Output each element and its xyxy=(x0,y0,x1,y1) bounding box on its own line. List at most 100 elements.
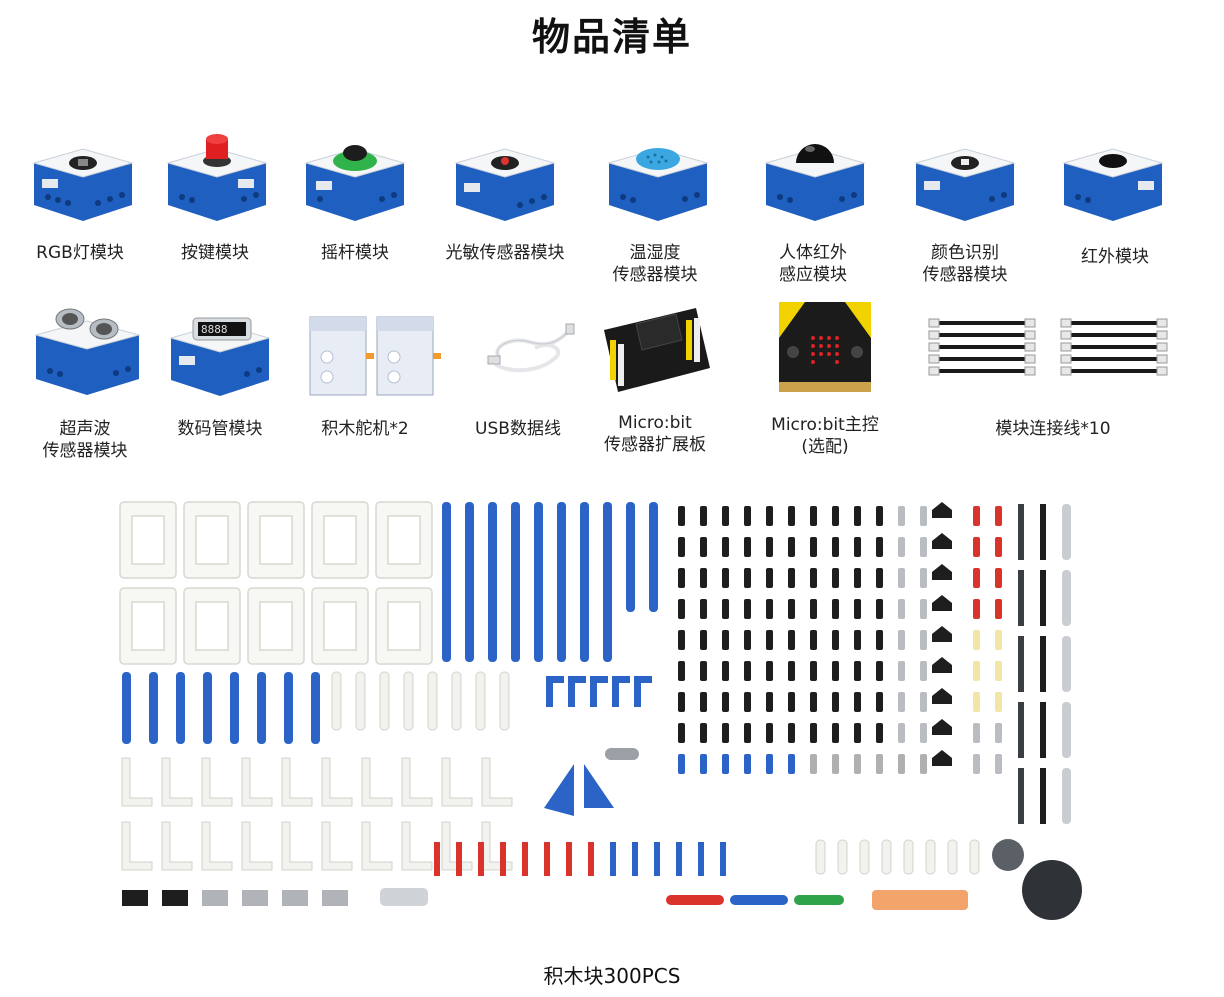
pin xyxy=(876,692,883,712)
pin xyxy=(722,599,729,619)
usb-cable-image xyxy=(480,318,580,378)
pin xyxy=(678,599,685,619)
pin xyxy=(700,661,707,681)
white-l-beam xyxy=(241,821,273,871)
white-l-beam xyxy=(121,821,153,871)
microbit-board-image xyxy=(775,298,875,398)
long-pin xyxy=(610,842,616,876)
rgb-led-module-image xyxy=(28,125,138,225)
pin xyxy=(920,661,927,681)
pin xyxy=(810,630,817,650)
servo-motor-label: 积木舵机*2 xyxy=(321,419,409,439)
pin xyxy=(898,754,905,774)
white-l-beam xyxy=(361,821,393,871)
pin xyxy=(788,754,795,774)
pin xyxy=(766,568,773,588)
pir-motion-module-image xyxy=(760,125,870,225)
white-l-beam xyxy=(201,757,233,807)
connector xyxy=(242,890,268,906)
long-pin xyxy=(456,842,462,876)
pin xyxy=(854,537,861,557)
pin xyxy=(700,754,707,774)
long-pin xyxy=(434,842,440,876)
light-sensor-module-icon xyxy=(454,148,556,221)
pin xyxy=(810,568,817,588)
axle-pin xyxy=(973,692,980,712)
pin xyxy=(810,723,817,743)
pin xyxy=(810,661,817,681)
white-l-beam xyxy=(481,821,513,871)
black-connector xyxy=(932,564,952,580)
pin xyxy=(788,723,795,743)
pin xyxy=(832,630,839,650)
white-short-beam xyxy=(815,839,826,875)
blue-beam xyxy=(511,502,520,662)
pin xyxy=(722,537,729,557)
axle xyxy=(1018,768,1024,824)
white-l-beam xyxy=(321,821,353,871)
pin xyxy=(788,630,795,650)
axle-pin xyxy=(995,723,1002,743)
pin xyxy=(898,568,905,588)
pin xyxy=(700,599,707,619)
white-beam xyxy=(499,671,510,731)
button-module-label: 按键模块 xyxy=(181,243,249,263)
axle-pin xyxy=(995,754,1002,774)
axle-pin xyxy=(973,754,980,774)
blue-beam xyxy=(649,502,658,612)
pin xyxy=(678,661,685,681)
long-pin xyxy=(566,842,572,876)
grey-beam xyxy=(1062,504,1071,560)
frame-hole xyxy=(131,601,165,651)
axle-pin xyxy=(995,537,1002,557)
blue-beam-short xyxy=(257,672,266,744)
color-sensor-module-image xyxy=(910,125,1020,225)
grey-beam xyxy=(1062,570,1071,626)
white-beam xyxy=(451,671,462,731)
light-sensor-module-label: 光敏传感器模块 xyxy=(445,243,565,263)
pin xyxy=(678,754,685,774)
usb-cable-icon xyxy=(487,323,575,373)
color-sensor-module-label-line1: 颜色识别 xyxy=(931,243,999,263)
axle xyxy=(1018,702,1024,758)
temperature-humidity-module-icon xyxy=(607,148,709,221)
blue-beam-short xyxy=(311,672,320,744)
grey-beam xyxy=(1062,768,1071,824)
grey-link xyxy=(605,748,639,760)
white-l-beam xyxy=(441,821,473,871)
pin xyxy=(700,506,707,526)
pin xyxy=(678,723,685,743)
pir-motion-module-label-line1: 人体红外 xyxy=(779,243,847,263)
servo-motor-image xyxy=(305,305,445,400)
light-sensor-module-image xyxy=(450,125,560,225)
white-short-beam xyxy=(925,839,936,875)
pin xyxy=(744,506,751,526)
blue-l-beam xyxy=(546,676,564,707)
svg-text:8888: 8888 xyxy=(201,323,228,336)
pin xyxy=(898,630,905,650)
pin xyxy=(876,661,883,681)
gear-small xyxy=(992,839,1024,871)
frame-hole xyxy=(387,601,421,651)
pin xyxy=(722,630,729,650)
pin xyxy=(832,692,839,712)
pin xyxy=(810,754,817,774)
pin xyxy=(766,630,773,650)
blue-beam xyxy=(626,502,635,612)
pin xyxy=(744,537,751,557)
pin xyxy=(766,537,773,557)
long-pin xyxy=(654,842,660,876)
temperature-humidity-module-label-line2: 传感器模块 xyxy=(612,265,698,285)
ultrasonic-sensor-module-label-line1: 超声波 xyxy=(59,419,111,439)
black-connector xyxy=(932,626,952,642)
white-beam xyxy=(475,671,486,731)
axle xyxy=(1018,570,1024,626)
white-l-beam xyxy=(401,757,433,807)
pin xyxy=(678,537,685,557)
ultrasonic-sensor-module-icon xyxy=(34,308,141,395)
pin xyxy=(854,630,861,650)
pin xyxy=(722,661,729,681)
long-pin xyxy=(632,842,638,876)
building-blocks-image xyxy=(119,501,1082,920)
microbit-board-label-line2: (选配) xyxy=(801,437,849,457)
